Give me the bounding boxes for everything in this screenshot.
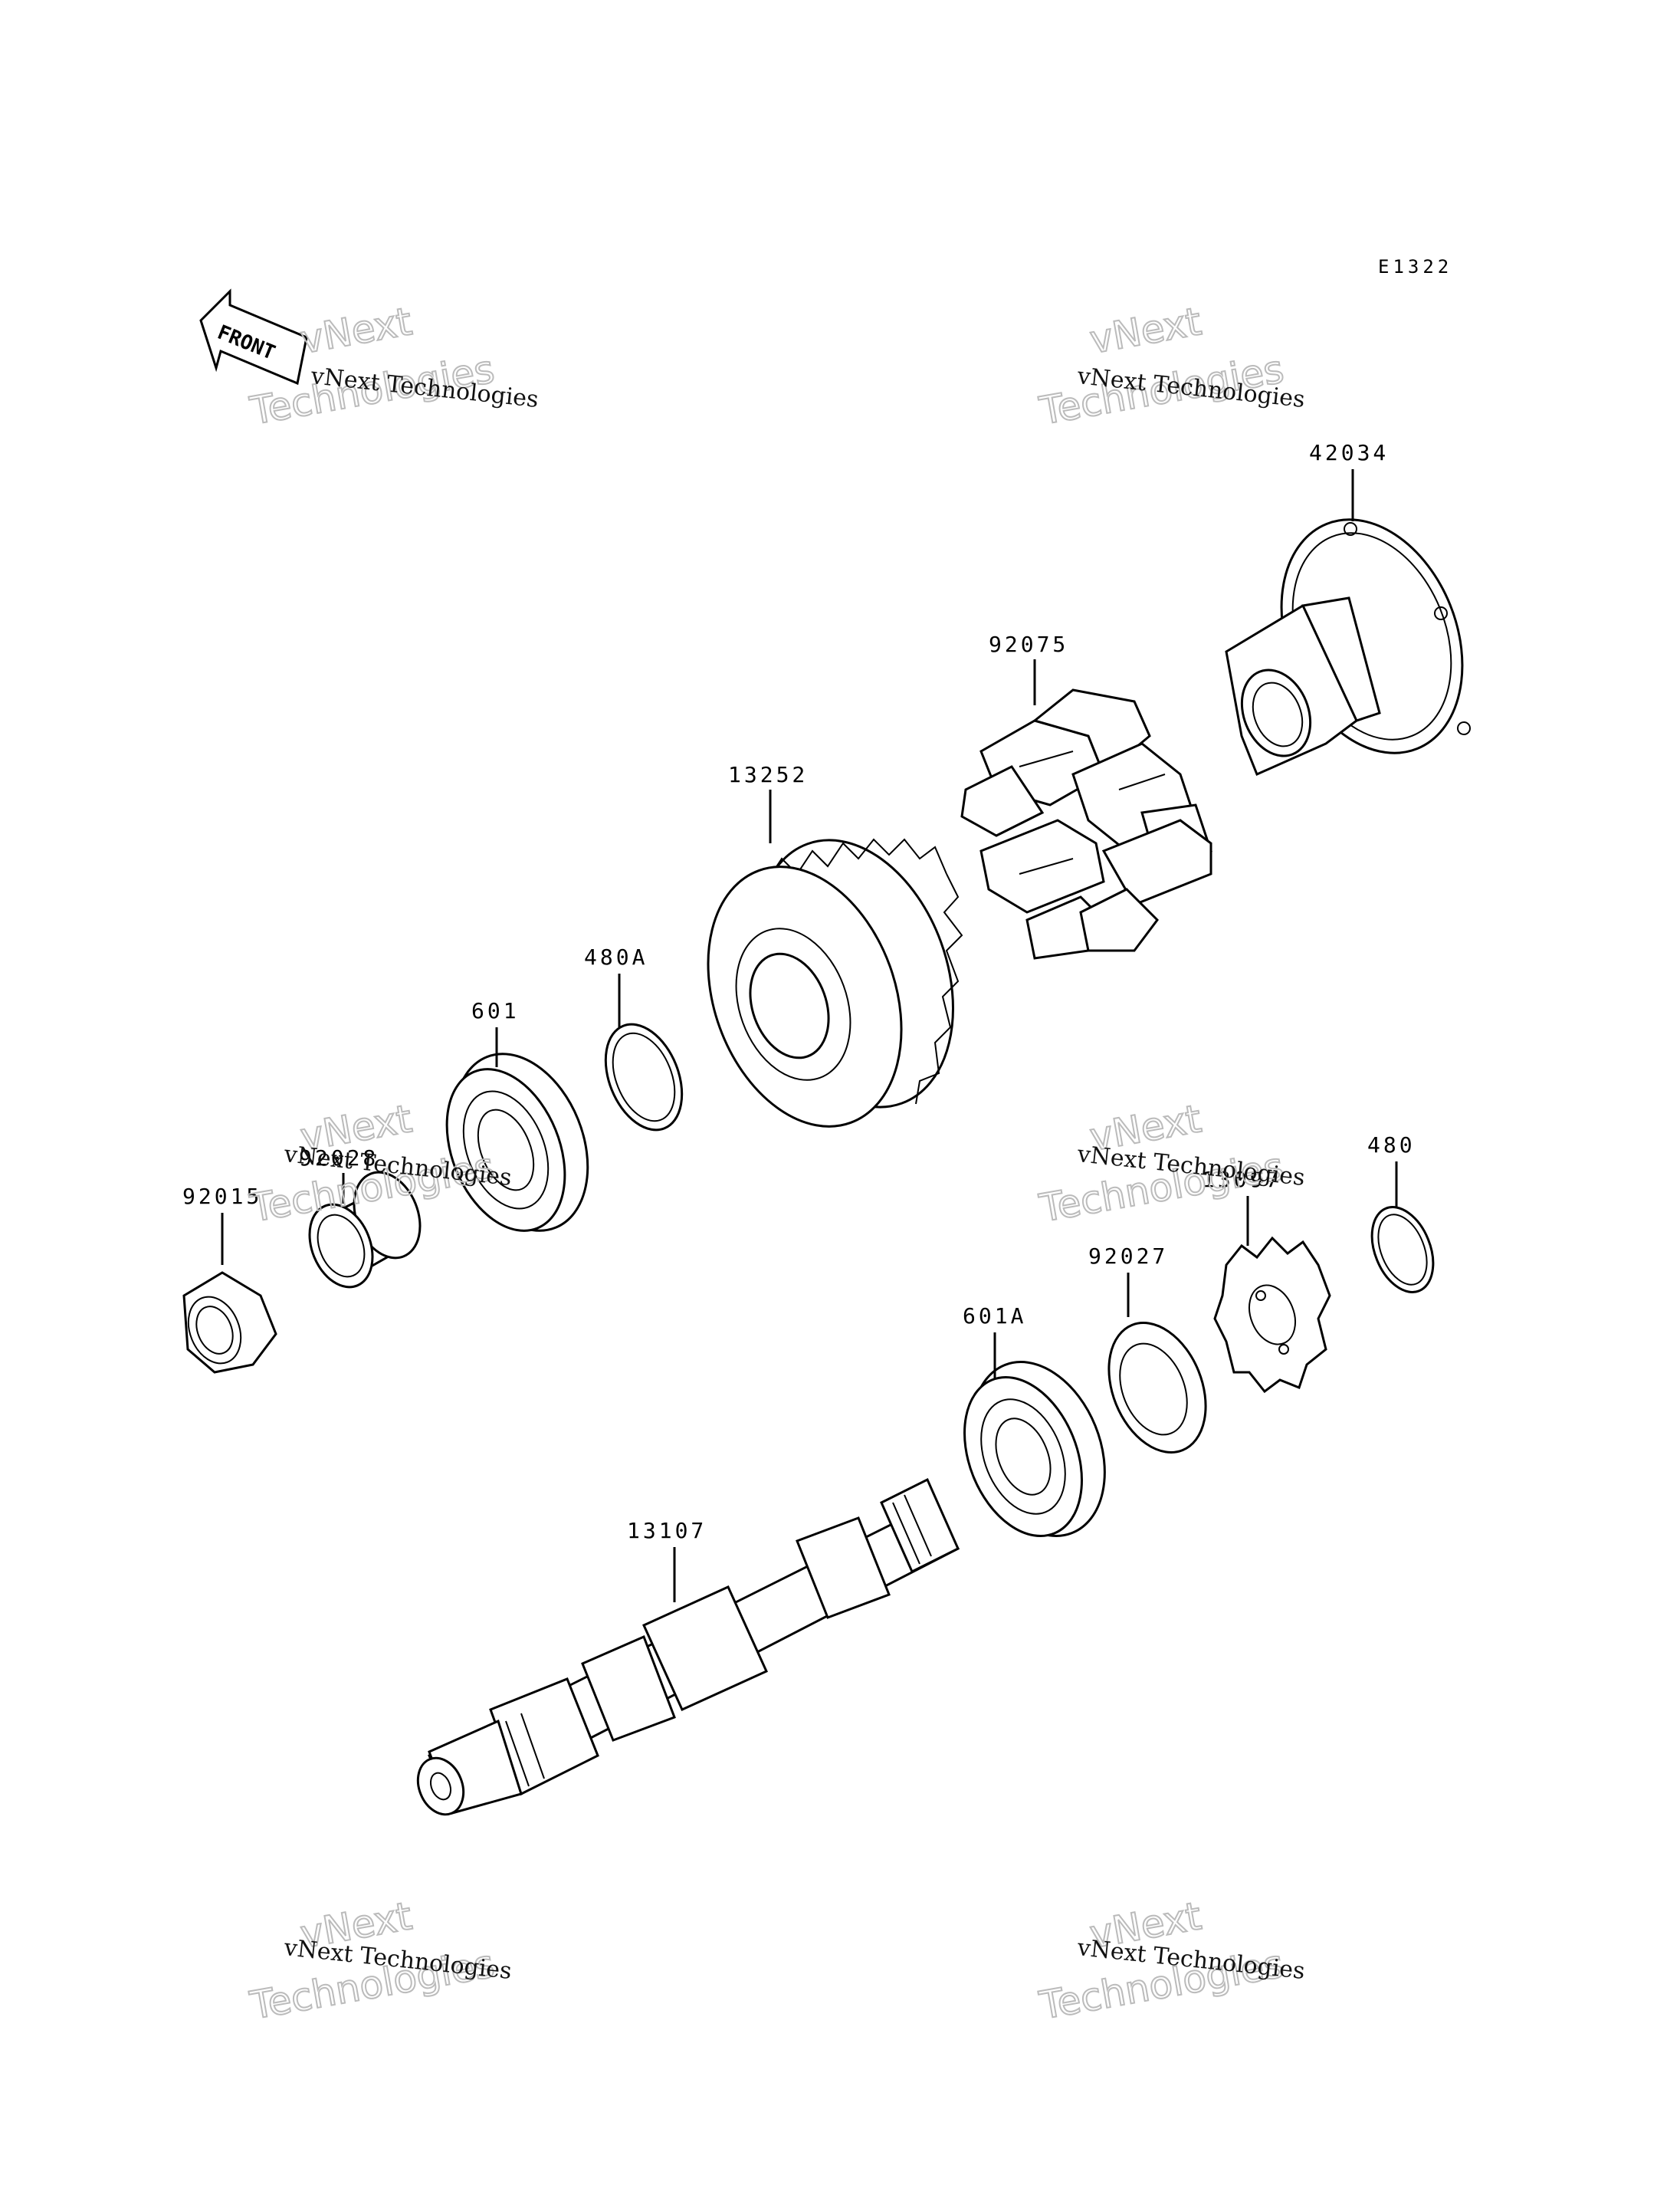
part-92027-washer: [1107, 1322, 1207, 1454]
part-label-92027: 92027: [1088, 1243, 1168, 1269]
diagram-code: E1322: [1378, 256, 1452, 278]
svg-text:vNext: vNext: [1087, 299, 1205, 362]
svg-text:vNext: vNext: [297, 299, 415, 362]
part-601-bearing: [445, 1053, 589, 1232]
part-label-92028: 92028: [299, 1145, 379, 1171]
part-label-601A: 601A: [963, 1303, 1026, 1329]
part-42034-cover: [1225, 518, 1471, 777]
part-92075-damper-set: [960, 688, 1212, 960]
part-label-92015: 92015: [182, 1184, 262, 1209]
part-480A-circlip: [604, 1023, 684, 1132]
part-label-13097: 13097: [1202, 1167, 1281, 1192]
front-arrow-icon: FRONT: [199, 288, 308, 386]
part-13097-gear: [1213, 1236, 1331, 1394]
part-13252-gear: [707, 838, 963, 1128]
watermark-top-right: vNext Technologies: [1035, 298, 1288, 434]
part-label-480A: 480A: [584, 944, 648, 970]
part-480-circlip: [1370, 1206, 1435, 1293]
part-label-13252: 13252: [728, 762, 808, 787]
part-92015-nut: [182, 1271, 277, 1374]
part-label-92075: 92075: [989, 632, 1068, 657]
part-label-480: 480: [1367, 1132, 1416, 1158]
part-label-13107: 13107: [627, 1518, 707, 1543]
part-601A-bearing: [963, 1361, 1106, 1538]
part-label-601: 601: [471, 998, 520, 1023]
part-92028-collar: [308, 1171, 422, 1289]
part-13107-shaft: [416, 1477, 960, 1816]
part-label-42034: 42034: [1309, 440, 1389, 465]
